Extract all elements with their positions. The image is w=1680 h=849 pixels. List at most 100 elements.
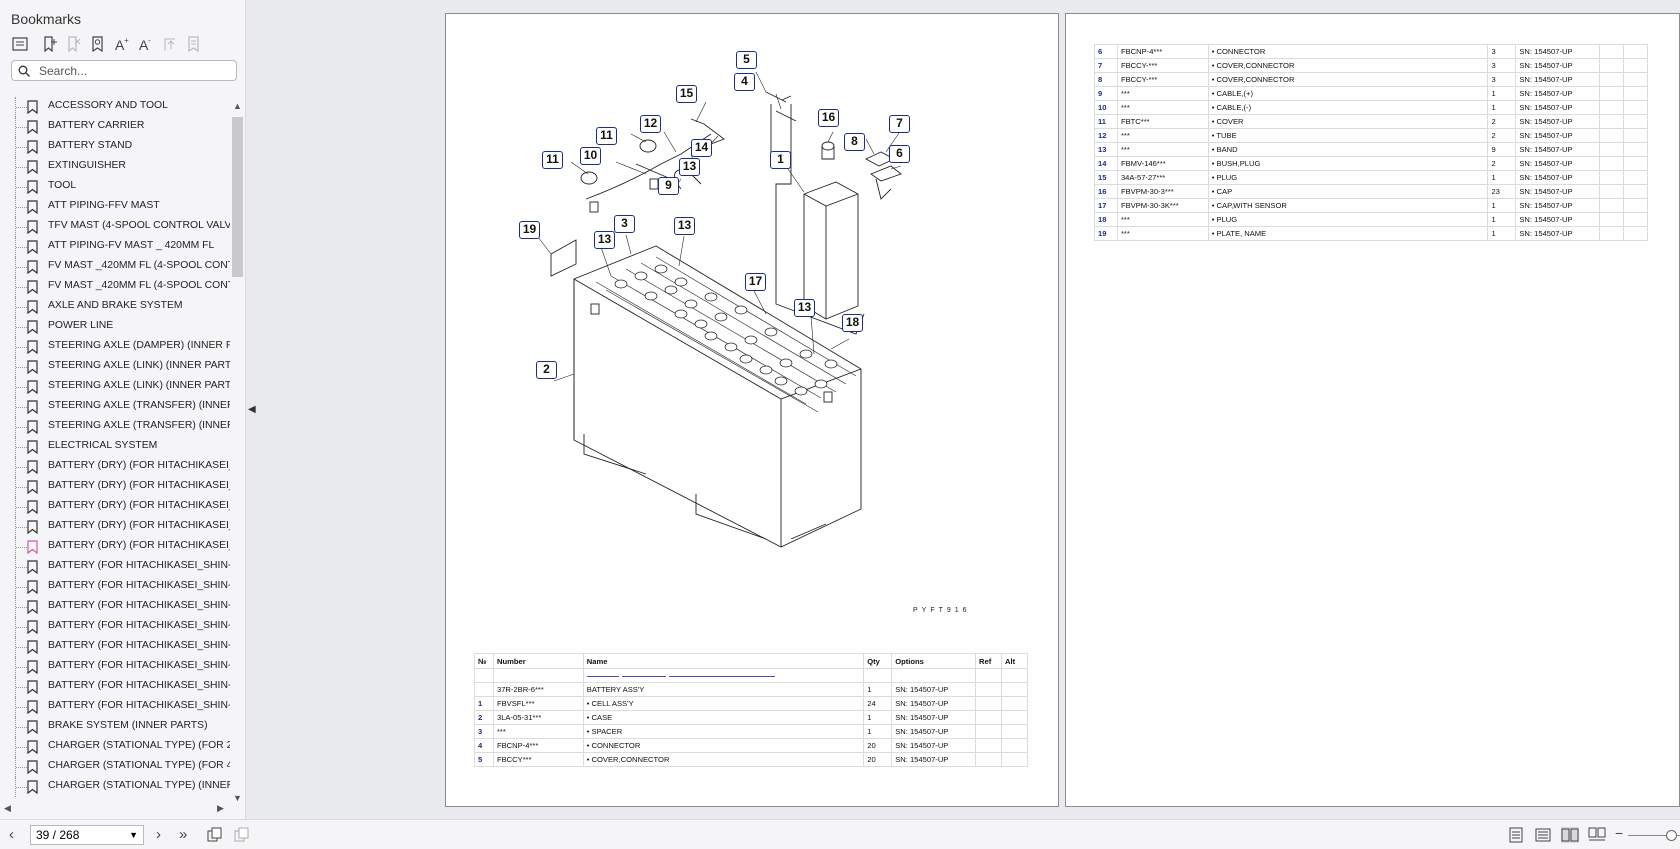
decrease-font-icon[interactable]: A-: [134, 33, 158, 55]
bookmark-item[interactable]: STEERING AXLE (TRANSFER) (INNER PART: [0, 417, 230, 437]
zoom-slider[interactable]: [1628, 830, 1680, 841]
scroll-down-arrow-icon[interactable]: ▼: [233, 793, 242, 803]
bookmark-item[interactable]: BATTERY (FOR HITACHIKASEI_SHIN-KOBI: [0, 557, 230, 577]
bookmark-item[interactable]: BATTERY (DRY) (FOR HITACHIKASEI_SHIN: [0, 457, 230, 477]
scrollbar-thumb[interactable]: [232, 117, 243, 277]
bookmark-item[interactable]: CHARGER (STATIONAL TYPE) (FOR 200V): [0, 737, 230, 757]
bookmark-item[interactable]: CHARGER (STATIONAL TYPE) (INNER PAR: [0, 777, 230, 797]
bookmark-item[interactable]: ATT PIPING-FV MAST _ 420MM FL: [0, 237, 230, 257]
two-page-view-icon[interactable]: [1561, 827, 1579, 843]
bookmark-item[interactable]: FV MAST _420MM FL (4-SPOOL CONTRO: [0, 277, 230, 297]
bookmark-item[interactable]: CHARGER (STATIONAL TYPE) (FOR 400V): [0, 757, 230, 777]
cell-no[interactable]: 12: [1094, 128, 1118, 143]
cell-no[interactable]: 1: [474, 696, 494, 711]
page-number-field[interactable]: 39 / 268 ▼: [30, 825, 144, 845]
scroll-left-arrow-icon[interactable]: ◀: [4, 803, 11, 813]
bookmark-search-field[interactable]: [11, 60, 237, 81]
svg-text:-: -: [148, 36, 151, 45]
delete-bookmark-icon[interactable]: [62, 33, 86, 55]
bookmark-item[interactable]: BATTERY STAND: [0, 137, 230, 157]
find-bookmark-icon[interactable]: [86, 33, 110, 55]
cell-alt: [1623, 142, 1648, 157]
cell-no[interactable]: 16: [1094, 184, 1118, 199]
next-page-icon[interactable]: ›: [156, 826, 161, 843]
bookmark-vertical-scrollbar[interactable]: ▲ ▼: [230, 101, 245, 803]
scroll-right-arrow-icon[interactable]: ▶: [217, 803, 224, 813]
cell-no[interactable]: 3: [474, 724, 494, 739]
single-page-view-icon[interactable]: [1507, 827, 1525, 843]
increase-font-icon[interactable]: A+: [110, 33, 134, 55]
cell-no[interactable]: 8: [1094, 72, 1118, 87]
bookmark-properties-icon[interactable]: [182, 33, 206, 55]
bookmark-item[interactable]: BATTERY (DRY) (FOR HITACHIKASEI_SHIN: [0, 537, 230, 557]
continuous-view-icon[interactable]: [1534, 827, 1552, 843]
bookmark-label: FV MAST _420MM FL (4-SPOOL CONTRO: [48, 260, 230, 271]
cell-no[interactable]: 13: [1094, 142, 1118, 157]
bookmark-item[interactable]: STEERING AXLE (LINK) (INNER PARTS) (1_: [0, 357, 230, 377]
bookmark-options-icon[interactable]: [8, 33, 32, 55]
cell-no[interactable]: 5: [474, 752, 494, 767]
previous-page-icon[interactable]: ‹: [9, 826, 14, 843]
cell-no[interactable]: 11: [1094, 114, 1118, 129]
previous-view-icon[interactable]: [206, 827, 224, 843]
bookmark-item[interactable]: ELECTRICAL SYSTEM: [0, 437, 230, 457]
bookmark-item[interactable]: BATTERY CARRIER: [0, 117, 230, 137]
bookmark-item[interactable]: EXTINGUISHER: [0, 157, 230, 177]
bookmark-item[interactable]: BATTERY (FOR HITACHIKASEI_SHIN-KOBI: [0, 637, 230, 657]
bookmark-item[interactable]: BATTERY (DRY) (FOR HITACHIKASEI_SHIN: [0, 517, 230, 537]
tree-connector: [15, 737, 29, 757]
bookmark-horizontal-scrollbar[interactable]: ◀ ▶: [0, 803, 230, 817]
cell-no[interactable]: 18: [1094, 212, 1118, 227]
bookmark-item[interactable]: FV MAST _420MM FL (4-SPOOL CONTRO: [0, 257, 230, 277]
expand-bookmark-icon[interactable]: [158, 33, 182, 55]
cell-options: SN: 154507-UP: [1515, 212, 1601, 227]
zoom-out-icon[interactable]: −: [1615, 825, 1624, 841]
cell-no[interactable]: 6: [1094, 44, 1118, 59]
bookmark-item[interactable]: BATTERY (FOR HITACHIKASEI_SHIN-KOBI: [0, 577, 230, 597]
bookmark-item[interactable]: BATTERY (FOR HITACHIKASEI_SHIN-KOBI: [0, 617, 230, 637]
cell-no[interactable]: 15: [1094, 170, 1118, 185]
add-bookmark-icon[interactable]: [38, 33, 62, 55]
two-page-continuous-icon[interactable]: [1588, 827, 1606, 843]
bookmark-item[interactable]: BATTERY (FOR HITACHIKASEI_SHIN-KOBI: [0, 657, 230, 677]
next-view-icon[interactable]: [233, 827, 251, 843]
zoom-slider-knob[interactable]: [1666, 830, 1677, 841]
cell-no[interactable]: [474, 682, 494, 697]
cell-no[interactable]: 9: [1094, 86, 1118, 101]
bookmark-item[interactable]: STEERING AXLE (DAMPER) (INNER PARTS: [0, 337, 230, 357]
bookmark-item[interactable]: TOOL: [0, 177, 230, 197]
cell-no[interactable]: 19: [1094, 226, 1118, 241]
bookmark-item[interactable]: ACCESSORY AND TOOL: [0, 97, 230, 117]
bookmark-item[interactable]: BATTERY (FOR HITACHIKASEI_SHIN-KOBI: [0, 677, 230, 697]
cell-qty: 20: [863, 738, 893, 753]
bookmark-item[interactable]: TFV MAST (4-SPOOL CONTROL VALVE PI: [0, 217, 230, 237]
last-page-icon[interactable]: »: [179, 826, 188, 843]
cell-no[interactable]: 2: [474, 710, 494, 725]
bookmark-item[interactable]: STEERING AXLE (TRANSFER) (INNER PART: [0, 397, 230, 417]
bookmark-item[interactable]: AXLE AND BRAKE SYSTEM: [0, 297, 230, 317]
cell-ref: [1599, 114, 1625, 129]
link-underline[interactable]: [582, 668, 865, 683]
chevron-down-icon[interactable]: ▼: [129, 830, 138, 840]
bookmark-item[interactable]: STEERING AXLE (LINK) (INNER PARTS) (2_: [0, 377, 230, 397]
bookmark-item[interactable]: BATTERY (DRY) (FOR HITACHIKASEI_SHIN: [0, 477, 230, 497]
cell-no[interactable]: 4: [474, 738, 494, 753]
bookmark-item[interactable]: POWER LINE: [0, 317, 230, 337]
cell-no[interactable]: 7: [1094, 58, 1118, 73]
bookmark-icon: [27, 280, 38, 294]
search-input[interactable]: [39, 63, 229, 78]
cell-no[interactable]: 17: [1094, 198, 1118, 213]
scroll-up-arrow-icon[interactable]: ▲: [233, 101, 242, 111]
collapse-panel-icon[interactable]: ◀: [248, 404, 256, 415]
bookmark-item[interactable]: ATT PIPING-FFV MAST: [0, 197, 230, 217]
cell-no[interactable]: 10: [1094, 100, 1118, 115]
cell-no[interactable]: 14: [1094, 156, 1118, 171]
bookmark-item[interactable]: BATTERY (DRY) (FOR HITACHIKASEI_SHIN: [0, 497, 230, 517]
bookmark-item[interactable]: BRAKE SYSTEM (INNER PARTS): [0, 717, 230, 737]
bookmark-item[interactable]: BATTERY (FOR HITACHIKASEI_SHIN-KOBI: [0, 697, 230, 717]
bookmark-item[interactable]: BATTERY (FOR HITACHIKASEI_SHIN-KOBI: [0, 597, 230, 617]
bookmark-label: BATTERY (FOR HITACHIKASEI_SHIN-KOBI: [48, 680, 230, 691]
cell-name: • COVER,CONNECTOR: [1207, 58, 1489, 73]
